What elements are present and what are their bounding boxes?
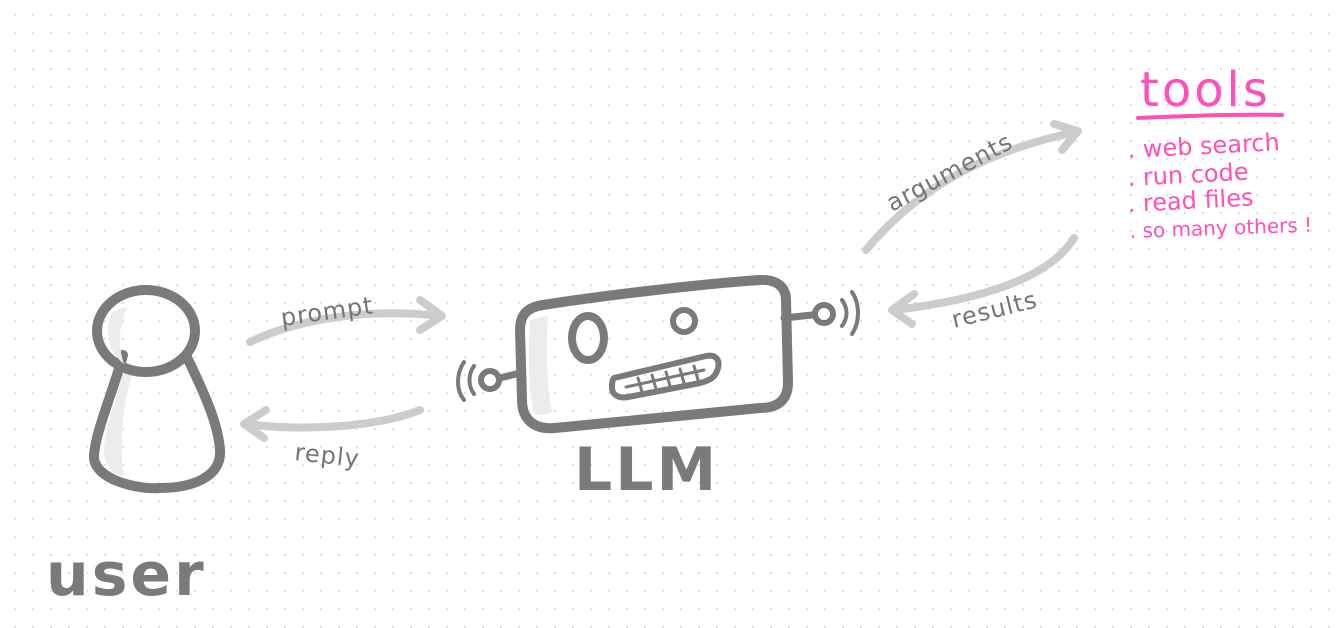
robot-right-knob xyxy=(812,302,836,326)
robot-right-signal-2 xyxy=(850,290,860,336)
user-figure xyxy=(89,285,225,494)
robot-left-knob xyxy=(478,368,502,392)
robot-right-signal-1 xyxy=(840,298,849,328)
robot-left-signal-1 xyxy=(467,364,476,396)
arrow-reply-shaft xyxy=(242,406,424,432)
robot-right-eye xyxy=(670,307,698,335)
arrow-arguments-head xyxy=(1050,120,1082,154)
tools-item-so-many-others: . so many others ! xyxy=(1129,213,1312,243)
robot-body xyxy=(515,274,793,434)
llm-robot xyxy=(456,274,860,434)
robot-teeth xyxy=(636,364,700,394)
tools-underline xyxy=(1136,112,1284,120)
label-user: user xyxy=(46,540,207,610)
label-llm: LLM xyxy=(574,435,719,505)
tools-item-run-code: . run code xyxy=(1127,158,1249,192)
user-body xyxy=(89,350,225,494)
label-reply: reply xyxy=(293,438,361,473)
robot-left-eye xyxy=(568,312,608,364)
arrow-prompt-shaft xyxy=(246,309,444,346)
arrow-prompt-head xyxy=(416,296,446,334)
tools-item-web-search: . web search xyxy=(1127,128,1281,164)
arrow-prompt xyxy=(246,296,446,346)
user-head xyxy=(92,285,200,377)
tools-title: tools xyxy=(1140,62,1271,118)
arrow-reply-head xyxy=(240,406,270,442)
arrow-results xyxy=(888,234,1078,328)
arrow-reply xyxy=(240,406,424,442)
tools-item-read-files: . read files xyxy=(1127,183,1254,218)
robot-mouth xyxy=(609,352,722,401)
user-head-shade xyxy=(108,306,128,364)
robot-left-signal-2 xyxy=(456,360,466,402)
tools-panel: tools . web search . run code . read fil… xyxy=(1127,62,1313,243)
arrow-arguments-shaft xyxy=(862,128,1080,254)
user-body-shade xyxy=(104,362,134,476)
robot-body-shade xyxy=(528,316,552,415)
label-arguments: arguments xyxy=(882,127,1018,217)
label-prompt: prompt xyxy=(279,291,375,332)
arrow-results-shaft xyxy=(890,234,1078,314)
arrow-arguments xyxy=(862,120,1082,254)
arrow-results-head xyxy=(888,290,918,328)
